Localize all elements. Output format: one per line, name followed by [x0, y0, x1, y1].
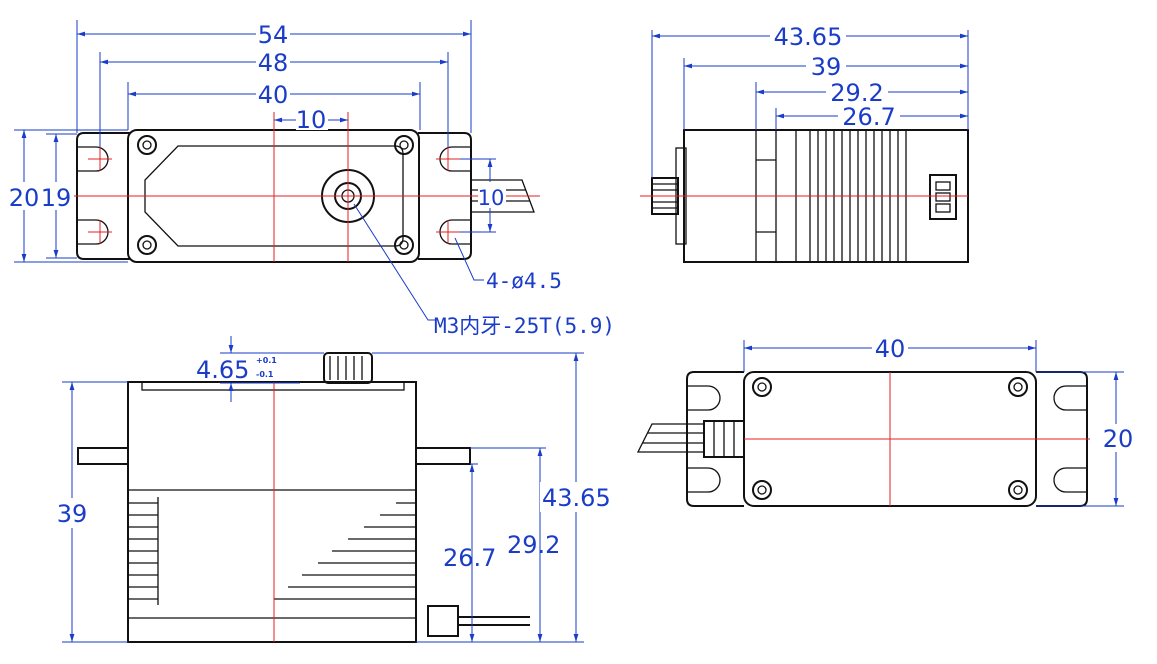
bottom-view: 40 20 — [636, 334, 1136, 507]
hole-callout: 4-ø4.5 — [486, 269, 562, 293]
end-view-connector — [929, 174, 957, 220]
dim-side-43-65: 43.65 — [542, 484, 611, 512]
dim-side-39: 39 — [57, 500, 88, 528]
bottom-view-screw — [1008, 377, 1028, 397]
side-view-left-flange — [77, 447, 129, 465]
dim-43-65: 43.65 — [774, 23, 843, 51]
bottom-view-slot — [687, 385, 721, 411]
bottom-view-slot — [1053, 467, 1087, 493]
hole-leader — [454, 237, 484, 281]
dim-bottom-40: 40 — [875, 335, 906, 363]
top-view-screw-head — [399, 140, 409, 150]
side-view: 4.65 +0.1 -0.1 39 43.65 29.2 26.7 — [50, 336, 616, 643]
dim-26-7: 26.7 — [842, 103, 895, 131]
dim-spline-height: 4.65 — [196, 356, 249, 384]
top-view-screw — [394, 135, 414, 155]
top-view: 54 48 40 10 20 19 10 4-ø4.5 M3内牙-25T(5.9… — [8, 20, 615, 338]
top-view-screw — [137, 135, 157, 155]
side-view-top-cap — [141, 381, 405, 391]
dim-20: 20 — [9, 184, 40, 212]
bottom-view-screw — [752, 377, 772, 397]
dim-54: 54 — [258, 21, 289, 49]
top-view-screw — [394, 235, 414, 255]
bottom-view-slot — [1053, 385, 1087, 411]
side-view-spline — [323, 352, 373, 384]
dim-40: 40 — [258, 81, 289, 109]
dim-48: 48 — [258, 49, 289, 77]
bottom-view-screw — [752, 480, 772, 500]
bottom-view-wire — [636, 423, 704, 453]
dim-side-29-2: 29.2 — [507, 531, 560, 559]
dim-29-2: 29.2 — [830, 79, 883, 107]
dim-wire-spacing: 10 — [478, 186, 505, 210]
side-view-body — [127, 381, 417, 643]
dim-10: 10 — [296, 106, 327, 134]
bottom-view-left-tab — [686, 371, 744, 507]
side-view-right-flange — [415, 447, 471, 465]
spline-callout: M3内牙-25T(5.9) — [434, 314, 615, 338]
dim-bottom-20: 20 — [1103, 425, 1134, 453]
dim-side-26-7: 26.7 — [443, 544, 496, 572]
bottom-view-screw — [1008, 480, 1028, 500]
spline-leader — [353, 203, 436, 321]
top-view-screw-head — [142, 140, 152, 150]
dim-39: 39 — [811, 53, 842, 81]
top-view-screw — [137, 235, 157, 255]
dim-19: 19 — [41, 184, 72, 212]
side-view-wire-boot — [427, 605, 459, 637]
bottom-view-slot — [687, 467, 721, 493]
dim-spline-tol-minus: -0.1 — [256, 370, 274, 379]
top-view-screw-head — [142, 240, 152, 250]
end-view: 43.65 39 29.2 26.7 — [640, 22, 969, 263]
dim-spline-tol-plus: +0.1 — [256, 356, 277, 365]
top-view-screw-head — [399, 240, 409, 250]
side-view-stepped-fins — [274, 502, 416, 600]
side-view-left-fins — [128, 497, 159, 605]
